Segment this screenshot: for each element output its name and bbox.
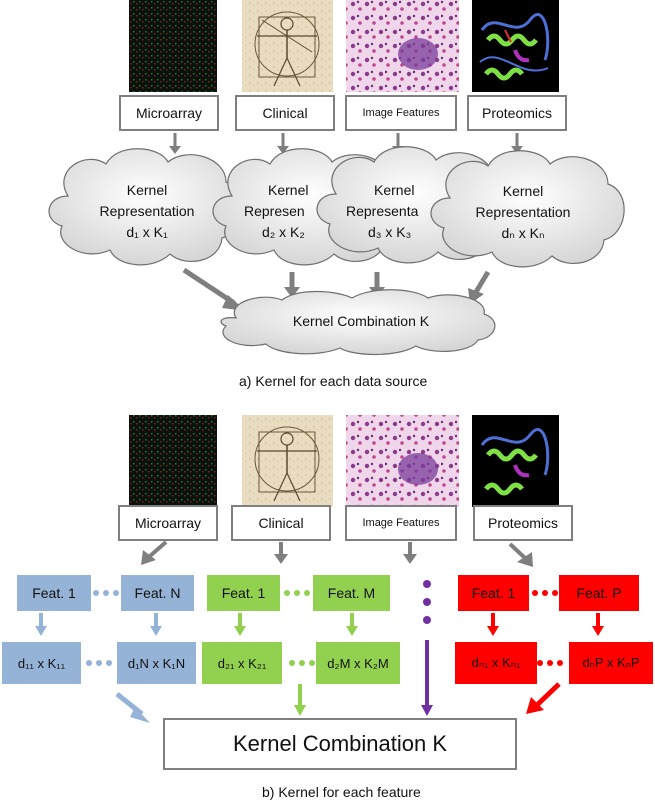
source-label: Image Features	[362, 517, 440, 529]
kernel-cloud-label-1: Kernel Representation d₁ x K₁	[84, 180, 210, 243]
kernel-label: dₙ₁ x Kₙ₁	[471, 655, 521, 670]
kernel-box-proteomics-1: dₙ₁ x Kₙ₁	[455, 642, 537, 684]
source-label: Image Features	[362, 107, 440, 119]
source-label: Proteomics	[487, 515, 559, 531]
kernel-representation: Representa	[346, 203, 419, 219]
kernel-representation: Represen	[244, 203, 305, 219]
protein-image-b	[472, 415, 559, 507]
source-label: Microarray	[134, 515, 202, 531]
source-box-image-features-b: Image Features	[345, 505, 457, 541]
source-box-clinical-b: Clinical	[231, 505, 331, 541]
kernel-box-clinical-1: d₂₁ x K₂₁	[202, 642, 282, 684]
feature-box-clinical-m: Feat. M	[313, 575, 390, 611]
kernel-dims: d₃ x K₃	[368, 224, 412, 240]
vitruvian-image-a	[242, 0, 333, 92]
source-box-proteomics-b: Proteomics	[473, 505, 573, 541]
source-box-microarray-a: Microarray	[119, 95, 219, 131]
tissue-image-b	[346, 415, 459, 507]
feature-box-proteomics-1: Feat. 1	[458, 575, 529, 611]
kernel-box-microarray-1: d₁₁ x K₁₁	[2, 642, 81, 684]
feature-box-microarray-n: Feat. N	[121, 575, 194, 611]
source-box-microarray-b: Microarray	[118, 505, 218, 541]
kernel-title: Kernel	[268, 182, 309, 198]
microarray-image-a	[129, 0, 217, 92]
source-label: Proteomics	[481, 105, 553, 121]
microarray-image-b	[129, 415, 217, 507]
kernel-title: Kernel	[126, 182, 168, 198]
kernel-label: dₙP x KₙP	[582, 655, 640, 670]
kernel-cloud-label-2: Kernel Represen d₂ x K₂	[236, 180, 348, 243]
feature-label: Feat. M	[327, 585, 376, 601]
feature-label: Feat. 1	[471, 585, 516, 601]
kernel-title: Kernel	[502, 183, 544, 199]
kernel-label: d₁N x K₁N	[127, 655, 186, 671]
kernel-box-clinical-m: d₂M x K₂M	[316, 642, 400, 684]
feature-label: Feat. P	[576, 585, 622, 601]
kernel-clouds	[48, 146, 625, 268]
feature-label: Feat. 1	[221, 585, 266, 601]
feature-box-clinical-1: Feat. 1	[207, 575, 280, 611]
protein-image-a	[472, 0, 559, 92]
kernel-representation: Representation	[475, 204, 571, 220]
feature-arrows	[35, 613, 604, 636]
kernel-cloud-label-3: Kernel Representa d₃ x K₃	[338, 180, 446, 243]
kernel-box-microarray-n: d₁N x K₁N	[117, 642, 196, 684]
combination-cloud-label: Kernel Combination K	[292, 313, 430, 329]
kernel-label: d₂₁ x K₂₁	[217, 655, 267, 671]
caption-b: b) Kernel for each feature	[262, 784, 421, 800]
source-box-image-features-a: Image Features	[345, 95, 457, 131]
caption-a: a) Kernel for each data source	[239, 373, 428, 389]
source-label: Microarray	[135, 105, 203, 121]
source-arrows-a	[169, 133, 523, 154]
feature-label: Feat. N	[134, 585, 181, 601]
vitruvian-image-b	[242, 415, 333, 507]
source-box-clinical-a: Clinical	[235, 95, 335, 131]
kernel-label: d₁₁ x K₁₁	[17, 655, 66, 671]
combination-box: Kernel Combination K	[163, 718, 517, 770]
source-label: Clinical	[258, 515, 304, 531]
kernel-label: d₂M x K₂M	[327, 655, 389, 671]
kernel-dims: d₁ x K₁	[126, 224, 168, 240]
kernel-cloud-4	[430, 150, 625, 268]
feature-box-microarray-1: Feat. 1	[17, 575, 91, 611]
feature-box-proteomics-p: Feat. P	[559, 575, 639, 611]
kernel-box-proteomics-p: dₙP x KₙP	[569, 642, 653, 684]
source-label: Clinical	[262, 105, 308, 121]
feature-label: Feat. 1	[32, 585, 76, 601]
kernel-dims: d₂ x K₂	[262, 224, 305, 240]
tissue-image-a	[346, 0, 459, 92]
combination-label: Kernel Combination K	[232, 731, 447, 756]
combination-arrows-b	[115, 640, 561, 723]
ellipsis-dots	[86, 580, 563, 666]
combination-cloud	[220, 289, 496, 356]
kernel-cloud-label-4: Kernel Representation dₙ x Kₙ	[458, 181, 588, 244]
kernel-title: Kernel	[374, 182, 415, 198]
source-box-proteomics-a: Proteomics	[467, 95, 567, 131]
source-arrows-b	[141, 540, 533, 567]
kernel-representation: Representation	[99, 203, 195, 219]
kernel-dims: dₙ x Kₙ	[501, 225, 545, 241]
